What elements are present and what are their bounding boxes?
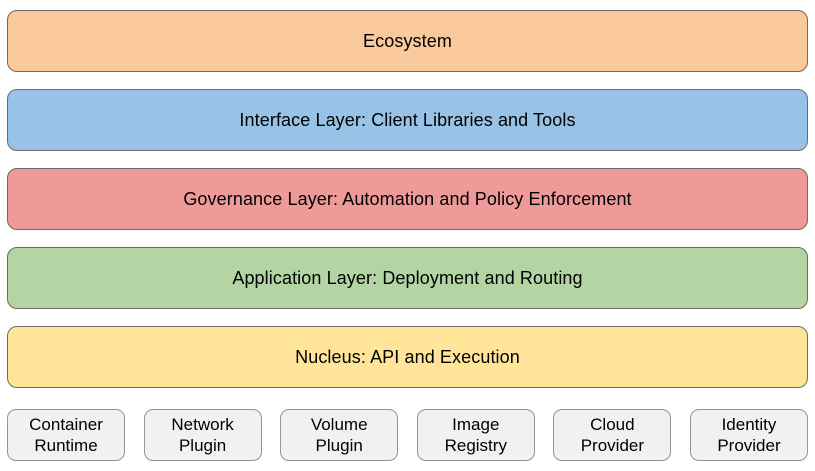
layer-interface: Interface Layer: Client Libraries and To…: [7, 89, 808, 151]
layer-nucleus: Nucleus: API and Execution: [7, 326, 808, 388]
provider-image-registry: Image Registry: [416, 409, 535, 461]
layer-application: Application Layer: Deployment and Routin…: [7, 247, 808, 309]
provider-container-runtime: Container Runtime: [7, 409, 125, 461]
provider-cloud-provider-label: Cloud Provider: [580, 414, 645, 455]
layer-interface-label: Interface Layer: Client Libraries and To…: [239, 109, 576, 130]
provider-volume-plugin: Volume Plugin: [280, 409, 399, 461]
provider-identity-provider: Identity Provider: [689, 409, 808, 461]
provider-image-registry-label: Image Registry: [444, 414, 507, 455]
layer-application-label: Application Layer: Deployment and Routin…: [232, 267, 583, 288]
provider-identity-provider-label: Identity Provider: [717, 414, 781, 455]
provider-container-runtime-label: Container Runtime: [29, 414, 103, 455]
layer-governance-label: Governance Layer: Automation and Policy …: [183, 188, 632, 209]
provider-cloud-provider: Cloud Provider: [553, 409, 672, 461]
layer-nucleus-label: Nucleus: API and Execution: [295, 346, 520, 367]
layer-ecosystem: Ecosystem: [7, 10, 808, 72]
provider-volume-plugin-label: Volume Plugin: [310, 414, 368, 455]
provider-network-plugin: Network Plugin: [143, 409, 262, 461]
layer-stack: Ecosystem Interface Layer: Client Librar…: [7, 10, 808, 388]
provider-network-plugin-label: Network Plugin: [171, 414, 234, 455]
provider-row: Container Runtime Network Plugin Volume …: [0, 409, 815, 461]
layer-ecosystem-label: Ecosystem: [363, 30, 452, 51]
layer-governance: Governance Layer: Automation and Policy …: [7, 168, 808, 230]
